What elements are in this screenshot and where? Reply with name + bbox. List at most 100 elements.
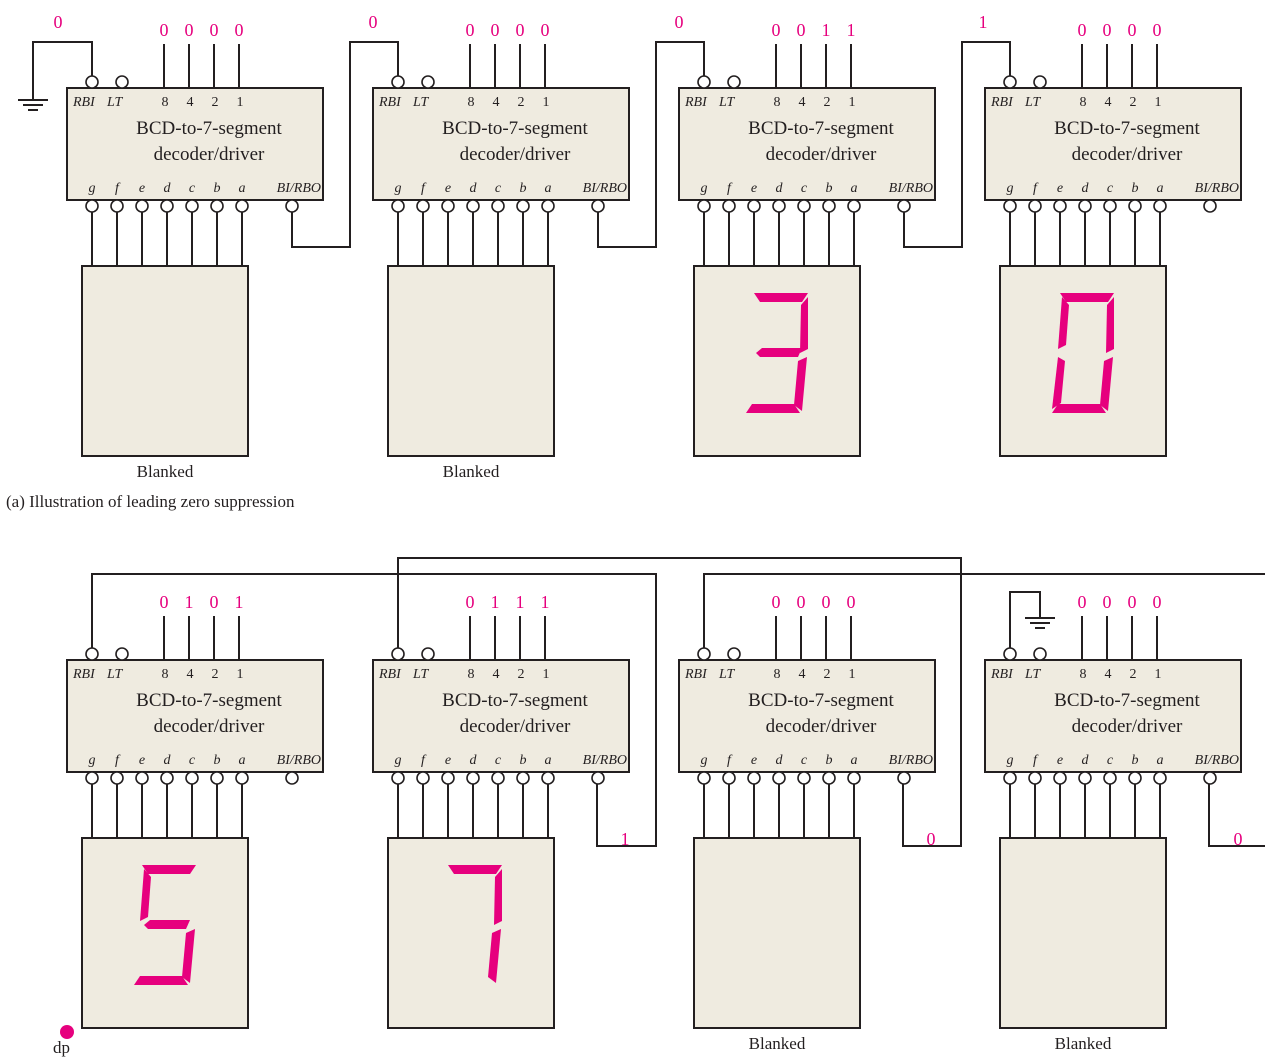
- segment-f: [140, 869, 151, 921]
- bcd-input-a1-2: 0: [210, 20, 219, 40]
- segment-bubble-b2-a: [541, 771, 555, 785]
- block-title-b2: BCD-to-7-segment: [442, 690, 588, 711]
- bcd-input-b4-2: 0: [1128, 592, 1137, 612]
- segment-bubble-a3-b: [822, 199, 836, 213]
- bi-rbo-label-b1: BI/RBO: [277, 753, 321, 768]
- digit-a4: [1052, 293, 1114, 413]
- segment-bubble-b4-g: [1003, 771, 1017, 785]
- segment-e: [1052, 357, 1065, 409]
- segment-bubble-a1-a: [235, 199, 249, 213]
- weight-label-a2-1: 1: [543, 95, 550, 110]
- bi-rbo-bubble-b2: [591, 771, 605, 785]
- weight-label-b1-2: 2: [212, 667, 219, 682]
- segment-bubble-a2-g: [391, 199, 405, 213]
- segment-a: [754, 293, 808, 302]
- segment-label-b1-b: b: [214, 753, 221, 768]
- segment-label-a2-d: d: [470, 181, 478, 196]
- bcd-input-a1-1: 0: [235, 20, 244, 40]
- segment-c: [794, 357, 807, 411]
- lt-bubble-a2: [421, 75, 435, 89]
- bcd-input-a3-1: 1: [847, 20, 856, 40]
- segment-label-b4-f: f: [1033, 753, 1039, 768]
- segment-bubble-a4-a: [1153, 199, 1167, 213]
- segment-bubble-a3-d: [772, 199, 786, 213]
- segment-label-b4-g: g: [1007, 753, 1014, 768]
- decoder-box-a1: [66, 87, 324, 201]
- rbo-output-b4: 0: [1234, 829, 1243, 849]
- lt-bubble-a4: [1033, 75, 1047, 89]
- rbi-bubble-b2: [391, 647, 405, 661]
- segment-g: [144, 920, 190, 929]
- segment-bubble-b2-g: [391, 771, 405, 785]
- weight-label-a2-4: 4: [493, 95, 500, 110]
- lt-label-b3: LT: [718, 667, 736, 682]
- segment-bubble-b3-g: [697, 771, 711, 785]
- weight-label-a1-8: 8: [162, 95, 169, 110]
- segment-label-b1-g: g: [89, 753, 96, 768]
- segment-d: [746, 404, 800, 413]
- segment-bubble-a4-c: [1103, 199, 1117, 213]
- bi-rbo-label-a1: BI/RBO: [277, 181, 321, 196]
- segment-bubble-a1-c: [185, 199, 199, 213]
- segment-label-b2-e: e: [445, 753, 451, 768]
- segment-bubble-a3-f: [722, 199, 736, 213]
- rbi-bubble-b3: [697, 647, 711, 661]
- block-title-a4: BCD-to-7-segment: [1054, 118, 1200, 139]
- segment-bubble-b1-b: [210, 771, 224, 785]
- bcd-input-b4-8: 0: [1078, 592, 1087, 612]
- display-a1: [81, 265, 249, 457]
- rbi-input-a3: 0: [675, 12, 684, 32]
- rbi-bubble-b1: [85, 647, 99, 661]
- weight-label-b2-2: 2: [518, 667, 525, 682]
- rbi-label-a4: RBI: [990, 95, 1014, 110]
- block-subtitle-a1: decoder/driver: [154, 144, 265, 165]
- weight-label-a3-4: 4: [799, 95, 806, 110]
- segment-label-a4-a: a: [1157, 181, 1164, 196]
- weight-label-a1-2: 2: [212, 95, 219, 110]
- segment-label-b1-c: c: [189, 753, 196, 768]
- weight-label-b3-4: 4: [799, 667, 806, 682]
- segment-label-b1-d: d: [164, 753, 172, 768]
- weight-label-a2-2: 2: [518, 95, 525, 110]
- segment-bubble-b3-b: [822, 771, 836, 785]
- weight-label-a3-2: 2: [824, 95, 831, 110]
- cascade-wire-a1-a2: [291, 41, 399, 248]
- segment-label-b3-e: e: [751, 753, 757, 768]
- bi-rbo-bubble-a3: [897, 199, 911, 213]
- segment-bubble-a1-b: [210, 199, 224, 213]
- block-subtitle-a4: decoder/driver: [1072, 144, 1183, 165]
- bi-rbo-bubble-a1: [285, 199, 299, 213]
- bcd-input-a1-4: 0: [185, 20, 194, 40]
- bcd-input-b1-1: 1: [235, 592, 244, 612]
- segment-label-b3-f: f: [727, 753, 733, 768]
- blanked-label-a2: Blanked: [443, 462, 500, 481]
- segment-bubble-a1-d: [160, 199, 174, 213]
- bcd-input-b3-4: 0: [797, 592, 806, 612]
- segment-label-b3-c: c: [801, 753, 808, 768]
- segment-label-a4-g: g: [1007, 181, 1014, 196]
- block-subtitle-b1: decoder/driver: [154, 716, 265, 737]
- bcd-input-a4-4: 0: [1103, 20, 1112, 40]
- segment-bubble-a3-e: [747, 199, 761, 213]
- segment-bubble-b1-e: [135, 771, 149, 785]
- segment-label-b4-b: b: [1132, 753, 1139, 768]
- segment-bubble-b4-b: [1128, 771, 1142, 785]
- segment-d: [1052, 404, 1106, 413]
- segment-label-a4-e: e: [1057, 181, 1063, 196]
- bi-rbo-bubble-b1: [285, 771, 299, 785]
- bcd-input-b2-1: 1: [541, 592, 550, 612]
- rbo-wire-b2-b1: [91, 573, 657, 847]
- segment-bubble-a1-g: [85, 199, 99, 213]
- weight-label-a1-1: 1: [237, 95, 244, 110]
- bcd-input-b1-8: 0: [160, 592, 169, 612]
- weight-label-b3-1: 1: [849, 667, 856, 682]
- segment-bubble-a4-d: [1078, 199, 1092, 213]
- bi-rbo-label-a3: BI/RBO: [889, 181, 933, 196]
- rbi-wire-b3: [703, 573, 1265, 648]
- blanked-label-b3: Blanked: [749, 1034, 806, 1053]
- segment-bubble-b3-f: [722, 771, 736, 785]
- segment-label-b3-g: g: [701, 753, 708, 768]
- bcd-input-b2-2: 1: [516, 592, 525, 612]
- decoder-box-b2: [372, 659, 630, 773]
- segment-label-a1-b: b: [214, 181, 221, 196]
